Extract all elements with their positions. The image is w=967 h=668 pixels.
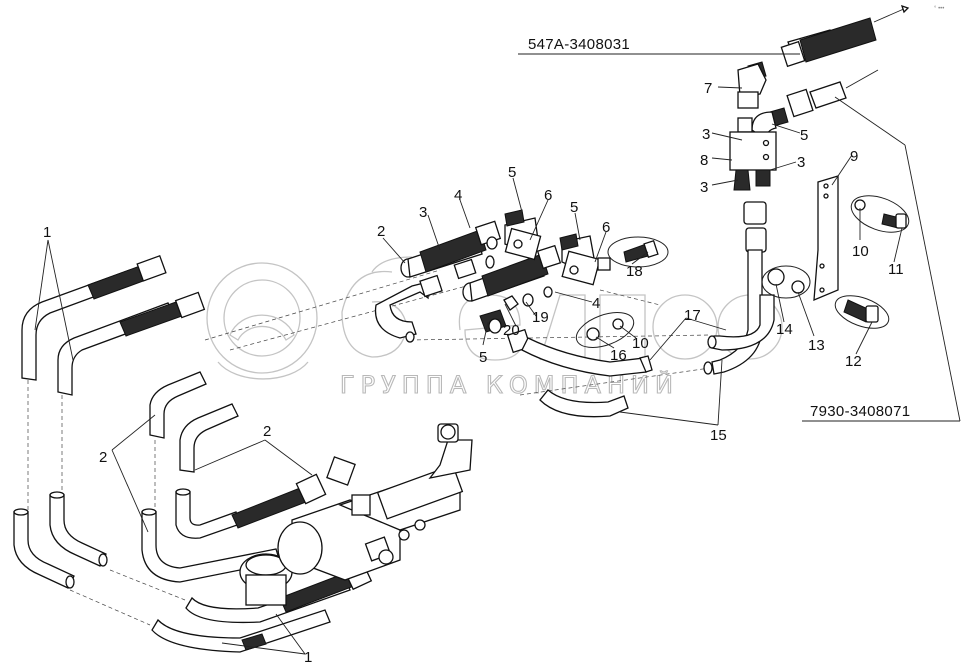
callout-15[interactable]: 15 — [710, 427, 727, 444]
callout-8[interactable]: 8 — [700, 152, 708, 169]
callout-10[interactable]: 10 — [632, 335, 649, 352]
callout-9[interactable]: 9 — [850, 148, 858, 165]
distributor-assembly[interactable] — [729, 4, 910, 191]
fasteners-center[interactable] — [572, 236, 669, 354]
alignment-lines — [27, 269, 711, 626]
callout-11[interactable]: 11 — [888, 261, 904, 278]
corner-mark: ° ••• — [934, 6, 944, 12]
callout-2[interactable]: 2 — [99, 449, 107, 466]
assembly-label-right: 7930-3408071 — [802, 96, 961, 422]
callout-10[interactable]: 10 — [852, 243, 869, 260]
callout-leaders — [34, 86, 903, 655]
tubes-right[interactable] — [539, 201, 775, 418]
callout-16[interactable]: 16 — [610, 347, 627, 364]
callout-numbers: 1 1 2 2 2 3 3 3 3 4 4 5 5 5 5 6 6 7 8 9 … — [43, 80, 904, 666]
callout-3[interactable]: 3 — [700, 179, 708, 196]
steering-valve[interactable] — [239, 423, 473, 651]
hose-upper-center[interactable] — [374, 220, 502, 343]
assembly-label-top: 547A-3408031 — [518, 36, 800, 55]
callout-2[interactable]: 2 — [263, 423, 271, 440]
callout-6[interactable]: 6 — [602, 219, 610, 236]
assembly-number-7930: 7930-3408071 — [810, 403, 910, 420]
center-fittings[interactable] — [462, 209, 653, 377]
callout-14[interactable]: 14 — [776, 321, 793, 338]
assembly-number-547A: 547A-3408031 — [528, 36, 630, 53]
callout-1[interactable]: 1 — [43, 224, 51, 241]
callout-3[interactable]: 3 — [797, 154, 805, 171]
bracket-assembly[interactable] — [761, 175, 914, 335]
callout-1[interactable]: 1 — [304, 649, 312, 666]
hose-lower-left[interactable] — [13, 491, 108, 589]
callout-18[interactable]: 18 — [626, 263, 643, 280]
callout-19[interactable]: 19 — [532, 309, 549, 326]
callout-5[interactable]: 5 — [570, 199, 578, 216]
watermark-logo-icon — [206, 262, 318, 380]
callout-17[interactable]: 17 — [684, 307, 701, 324]
callout-4[interactable]: 4 — [454, 187, 462, 204]
callout-12[interactable]: 12 — [845, 353, 862, 370]
callout-3[interactable]: 3 — [702, 126, 710, 143]
callout-7[interactable]: 7 — [704, 80, 712, 97]
callout-5[interactable]: 5 — [508, 164, 516, 181]
callout-5[interactable]: 5 — [479, 349, 487, 366]
callout-5[interactable]: 5 — [800, 127, 808, 144]
callout-20[interactable]: 20 — [503, 322, 520, 339]
callout-3[interactable]: 3 — [419, 204, 427, 221]
callout-4[interactable]: 4 — [592, 295, 600, 312]
callout-2[interactable]: 2 — [377, 223, 385, 240]
hose-assembly-left[interactable] — [21, 254, 206, 396]
callout-6[interactable]: 6 — [544, 187, 552, 204]
callout-13[interactable]: 13 — [808, 337, 825, 354]
hose-left-middle[interactable] — [149, 371, 239, 473]
